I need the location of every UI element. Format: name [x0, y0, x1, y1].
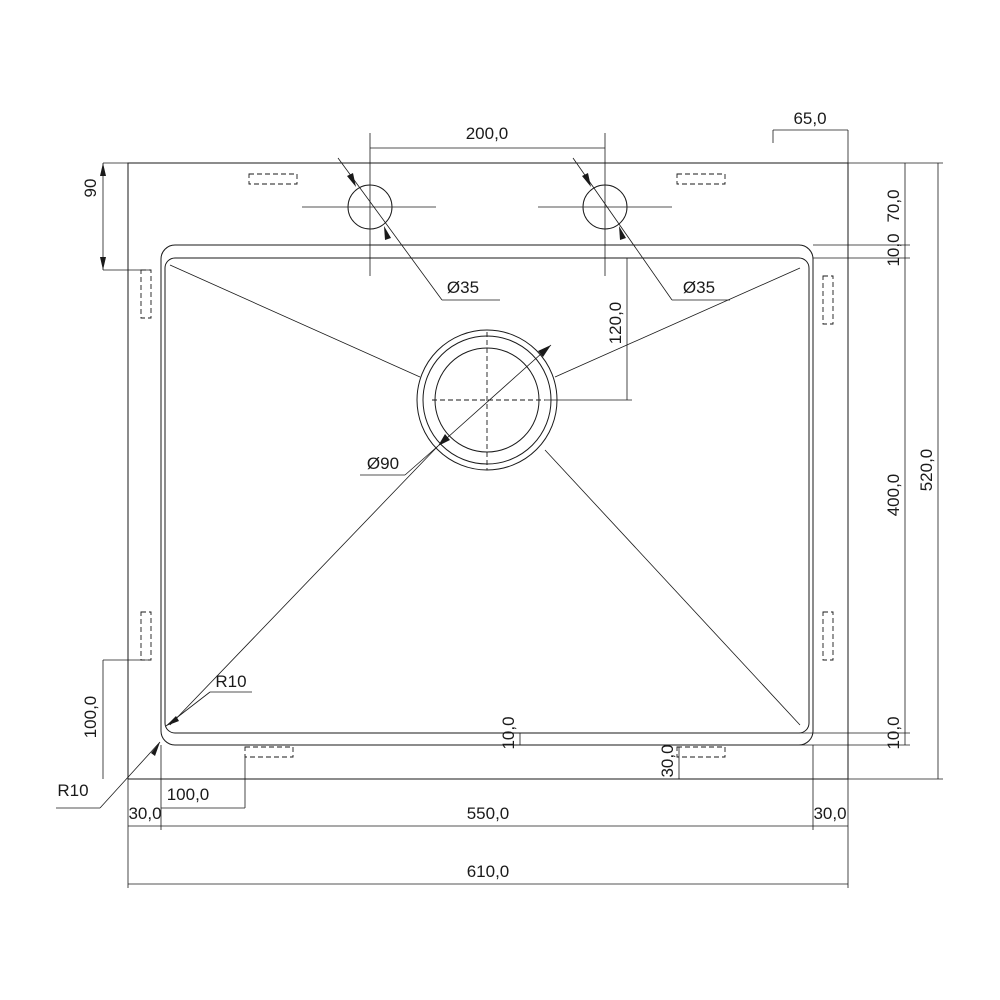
label-520: 520,0	[917, 449, 936, 492]
label-10-top: 10,0	[884, 233, 903, 266]
label-70: 70,0	[884, 189, 903, 222]
label-400: 400,0	[884, 474, 903, 517]
label-10-bottom: 10,0	[884, 716, 903, 749]
label-90: 90	[81, 179, 100, 198]
right-offset-dimension	[772, 129, 849, 163]
label-30-tab: 30,0	[658, 744, 677, 777]
label-100-bottom: 100,0	[167, 785, 210, 804]
label-30-right: 30,0	[813, 804, 846, 823]
tap-hole-right	[538, 133, 730, 301]
left-dimension-90	[100, 162, 150, 271]
label-tap-hole-left: Ø35	[447, 278, 479, 297]
bowl-inner-outline	[164, 257, 810, 734]
bottom-dimensions	[127, 745, 849, 888]
label-30-left: 30,0	[128, 804, 161, 823]
inner-radius-leader	[165, 691, 252, 727]
bowl-rim-outline	[160, 244, 814, 746]
outer-radius-leader	[56, 741, 161, 809]
tap-hole-left	[302, 133, 500, 301]
label-610: 610,0	[467, 862, 510, 881]
drain-diameter-dimension	[360, 344, 552, 476]
bowl-slope-lines	[169, 264, 801, 726]
drain	[416, 329, 558, 471]
label-550: 550,0	[467, 804, 510, 823]
label-r10-inner: R10	[215, 672, 246, 691]
label-drain-diameter: Ø90	[367, 454, 399, 473]
label-120: 120,0	[606, 302, 625, 345]
drain-offset-dimension	[545, 258, 632, 401]
label-100-left: 100,0	[81, 696, 100, 739]
mounting-clips	[140, 173, 834, 758]
label-r10-outer: R10	[57, 781, 88, 800]
label-200: 200,0	[466, 124, 509, 143]
label-65: 65,0	[793, 109, 826, 128]
outer-plate-outline	[127, 162, 849, 780]
left-dimension-100	[102, 659, 150, 779]
label-tap-hole-right: Ø35	[683, 278, 715, 297]
right-dimensions	[503, 162, 943, 780]
label-10-lip: 10,0	[499, 716, 518, 749]
